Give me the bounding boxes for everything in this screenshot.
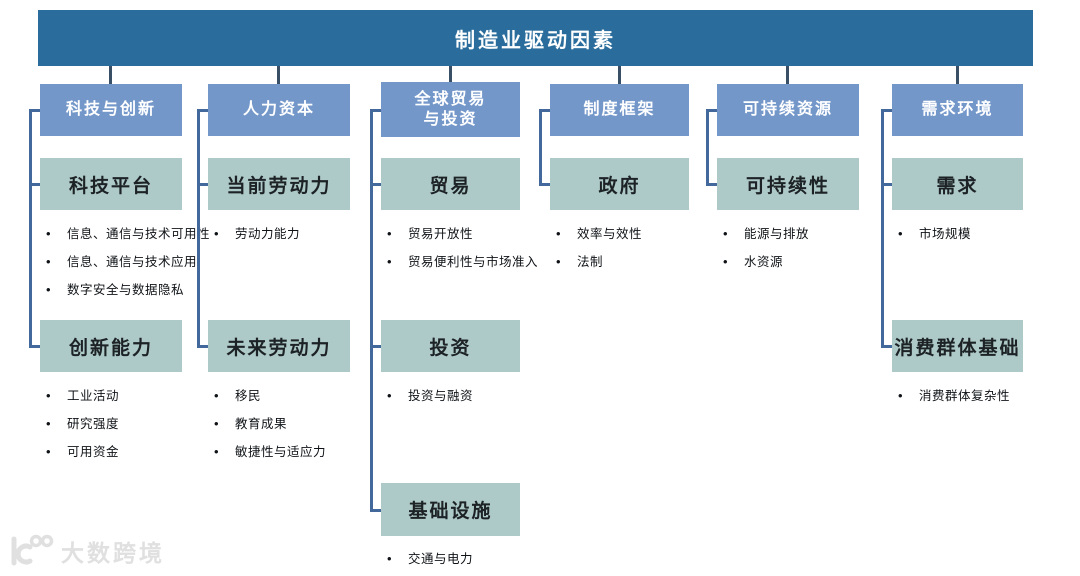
bullet-list: 消费群体复杂性 — [892, 382, 1010, 410]
connector-stub — [197, 345, 209, 348]
column-header: 全球贸易 与投资 — [381, 82, 520, 137]
group-box: 消费群体基础 — [892, 320, 1023, 372]
bullet-list: 投资与融资 — [381, 382, 473, 410]
root-banner: 制造业驱动因素 — [38, 10, 1033, 66]
column-header: 科技与创新 — [40, 84, 182, 136]
bullet-list: 移民 教育成果 敏捷性与适应力 — [208, 382, 326, 466]
connector-vertical — [706, 109, 709, 186]
bullet-list: 市场规模 — [892, 220, 971, 248]
column-global-trade-investment: 全球贸易 与投资 贸易 贸易开放性 贸易便利性与市场准入 投资 投资与融资 基础… — [370, 0, 538, 576]
bullet-item: 信息、通信与技术应用 — [40, 248, 210, 276]
column-header: 人力资本 — [208, 84, 350, 136]
chart-title: 制造业驱动因素 — [455, 29, 616, 52]
group-box: 创新能力 — [40, 320, 182, 372]
bullet-item: 贸易便利性与市场准入 — [381, 248, 538, 276]
bullet-list: 效率与效性 法制 — [550, 220, 642, 276]
connector-stub — [881, 345, 893, 348]
bullet-list: 劳动力能力 — [208, 220, 300, 248]
bullet-list: 能源与排放 水资源 — [717, 220, 809, 276]
group-box: 可持续性 — [717, 158, 859, 210]
bullet-item: 消费群体复杂性 — [892, 382, 1010, 410]
group-box: 基础设施 — [381, 483, 520, 536]
bullet-item: 研究强度 — [40, 410, 119, 438]
bullet-item: 投资与融资 — [381, 382, 473, 410]
bullet-list: 工业活动 研究强度 可用资金 — [40, 382, 119, 466]
connector-vertical — [29, 109, 32, 348]
connector-stub — [370, 183, 382, 186]
connector-stub — [370, 345, 382, 348]
column-header: 可持续资源 — [717, 84, 859, 136]
watermark: 大数跨境 — [8, 534, 165, 568]
connector-vertical — [539, 109, 542, 186]
bullet-item: 信息、通信与技术可用性 — [40, 220, 210, 248]
bullet-item: 法制 — [550, 248, 642, 276]
connector-stub — [370, 509, 382, 512]
bullet-item: 教育成果 — [208, 410, 326, 438]
connector-vertical — [197, 109, 200, 348]
bullet-item: 水资源 — [717, 248, 809, 276]
connector-stub — [197, 183, 209, 186]
group-box: 投资 — [381, 320, 520, 372]
column-human-capital: 人力资本 当前劳动力 劳动力能力 未来劳动力 移民 教育成果 敏捷性与适应力 — [197, 0, 350, 576]
group-box: 需求 — [892, 158, 1023, 210]
connector-stub — [539, 109, 551, 112]
bullet-item: 工业活动 — [40, 382, 119, 410]
connector-stub — [539, 183, 551, 186]
connector-top — [277, 66, 280, 84]
connector-stub — [197, 109, 209, 112]
bullet-item: 敏捷性与适应力 — [208, 438, 326, 466]
bullet-item: 效率与效性 — [550, 220, 642, 248]
group-box: 政府 — [550, 158, 689, 210]
connector-stub — [881, 183, 893, 186]
connector-stub — [706, 183, 718, 186]
watermark-text: 大数跨境 — [61, 540, 165, 566]
connector-stub — [881, 109, 893, 112]
connector-top — [617, 66, 621, 84]
bullet-list: 交通与电力 — [381, 545, 473, 573]
column-header: 需求环境 — [892, 84, 1023, 136]
column-header: 制度框架 — [550, 84, 689, 136]
column-sustainable-resources: 可持续资源 可持续性 能源与排放 水资源 — [706, 0, 859, 576]
connector-top — [786, 66, 789, 84]
bullet-item: 移民 — [208, 382, 326, 410]
connector-stub — [370, 109, 382, 112]
connector-top — [448, 66, 452, 84]
connector-top — [109, 66, 112, 84]
watermark-logo-icon — [8, 534, 54, 568]
connector-stub — [29, 183, 41, 186]
column-institutional-framework: 制度框架 政府 效率与效性 法制 — [539, 0, 689, 576]
connector-stub — [706, 109, 718, 112]
bullet-list: 信息、通信与技术可用性 信息、通信与技术应用 数字安全与数据隐私 — [40, 220, 210, 304]
connector-top — [955, 66, 959, 84]
connector-vertical — [881, 109, 884, 348]
group-box: 贸易 — [381, 158, 520, 210]
bullet-list: 贸易开放性 贸易便利性与市场准入 — [381, 220, 538, 276]
bullet-item: 可用资金 — [40, 438, 119, 466]
group-box: 未来劳动力 — [208, 320, 350, 372]
connector-stub — [29, 345, 41, 348]
bullet-item: 贸易开放性 — [381, 220, 538, 248]
bullet-item: 劳动力能力 — [208, 220, 300, 248]
column-technology-innovation: 科技与创新 科技平台 信息、通信与技术可用性 信息、通信与技术应用 数字安全与数… — [29, 0, 210, 576]
column-demand-environment: 需求环境 需求 市场规模 消费群体基础 消费群体复杂性 — [881, 0, 1023, 576]
group-box: 当前劳动力 — [208, 158, 350, 210]
bullet-item: 交通与电力 — [381, 545, 473, 573]
group-box: 科技平台 — [40, 158, 182, 210]
bullet-item: 能源与排放 — [717, 220, 809, 248]
bullet-item: 数字安全与数据隐私 — [40, 276, 210, 304]
connector-vertical — [370, 111, 373, 512]
bullet-item: 市场规模 — [892, 220, 971, 248]
connector-stub — [29, 109, 41, 112]
